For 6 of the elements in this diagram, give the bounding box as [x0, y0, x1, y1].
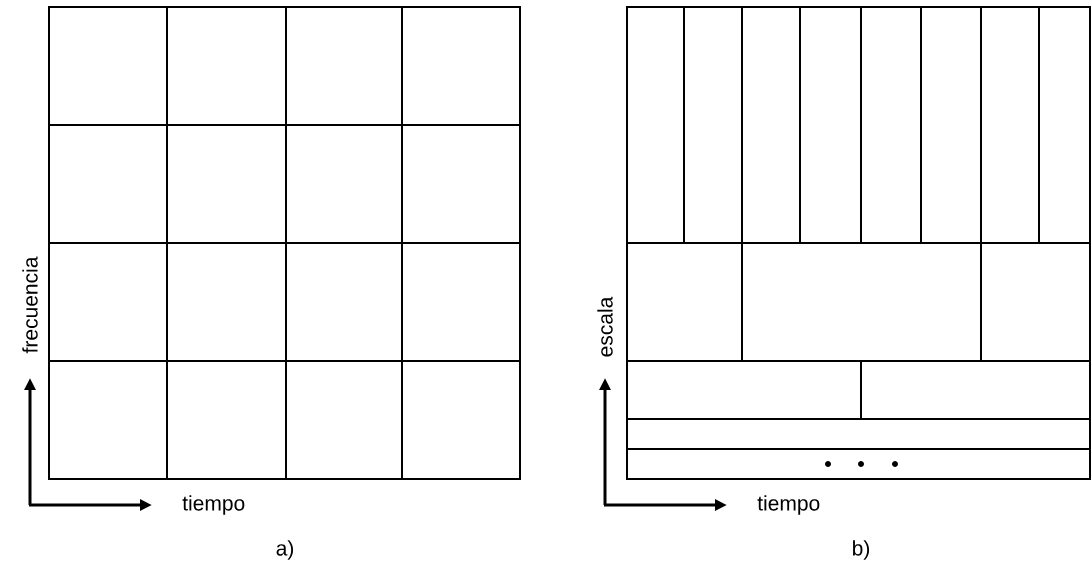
- panel-label: b): [853, 540, 870, 560]
- axis-label: frecuencia: [22, 256, 38, 354]
- axis-label: tiempo: [182, 495, 245, 515]
- panel-label: a): [276, 540, 294, 560]
- axis-label: tiempo: [757, 495, 820, 515]
- axis-label: escala: [597, 296, 613, 357]
